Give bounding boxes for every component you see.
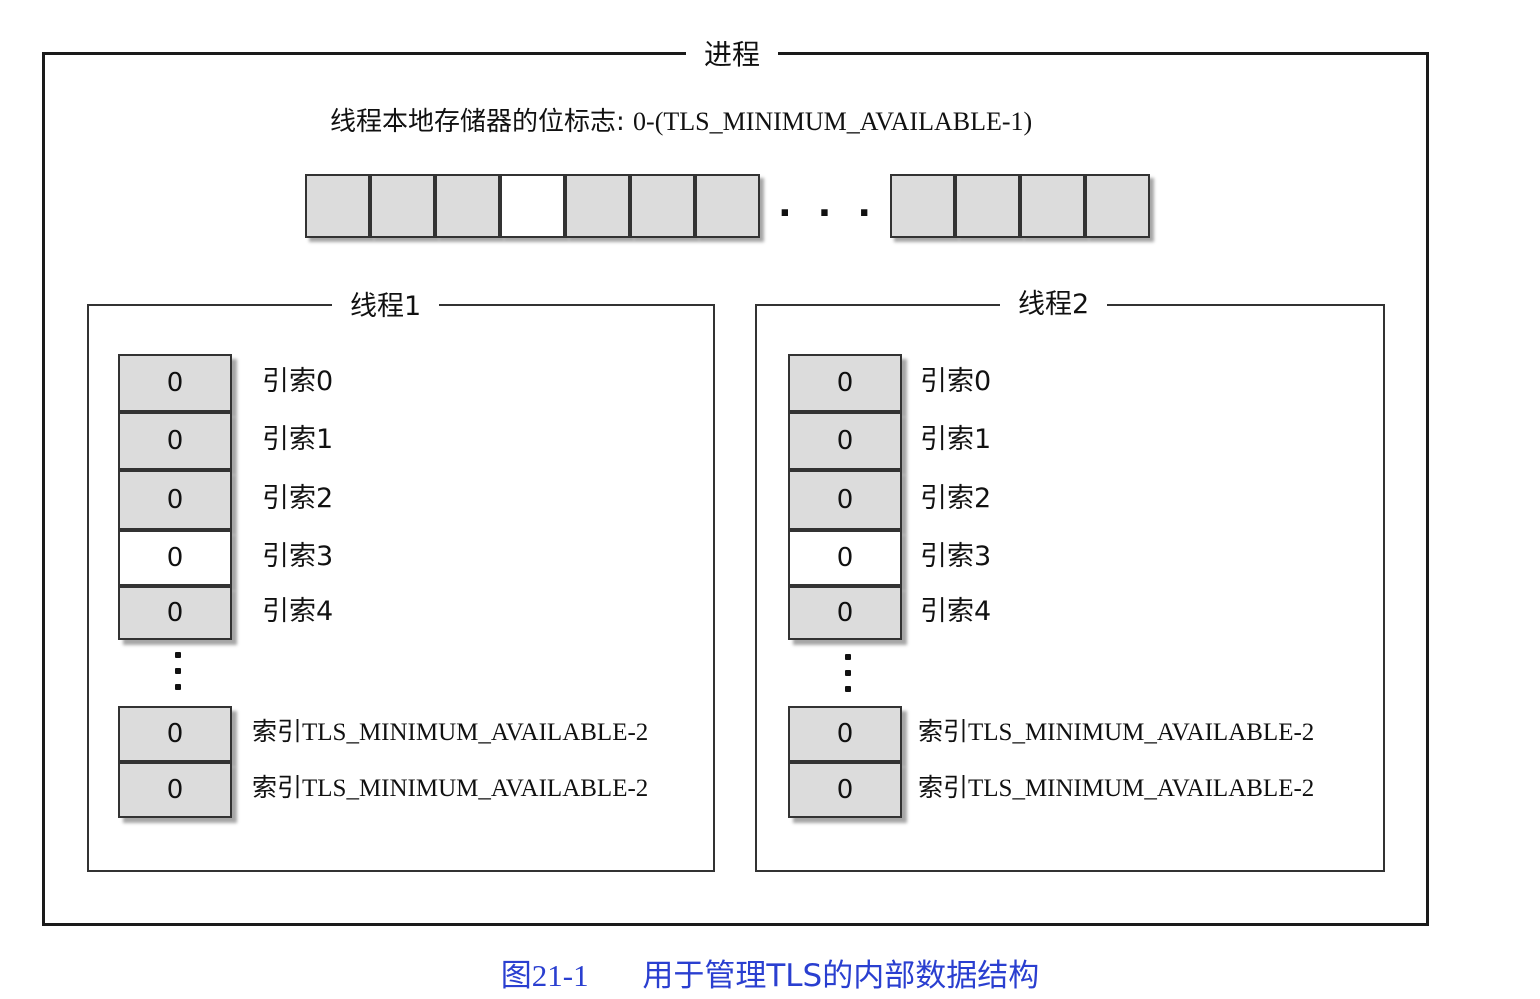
tls-slot: 0 [118,762,232,818]
tls-slot-label: 索引TLS_MINIMUM_AVAILABLE-2 [252,719,649,746]
bitmap-ellipsis-text: ... [778,184,898,225]
tls-slot-value: 0 [836,719,854,749]
caption-figure-number: 图21-1 [500,958,589,993]
tls-slot-label: 引索1 [920,424,992,455]
bitmap-cell-used [1085,174,1150,238]
tls-slot-value: 0 [166,485,184,515]
tls-slot: 0 [788,530,902,586]
tls-slot: 0 [118,412,232,470]
tls-slot-value: 0 [836,368,854,398]
tls-slot-label: 引索2 [262,483,334,514]
thread1-title: 线程1 [332,290,440,324]
tls-slot-label: 引索4 [262,596,334,627]
tls-slot: 0 [118,470,232,530]
figure-caption: 图21-1 用于管理TLS的内部数据结构 [0,956,1540,996]
bitmap-ellipsis: ... [778,187,897,223]
bitmap-cell-used [695,174,760,238]
bitmap-cell-used [435,174,500,238]
vertical-ellipsis [845,654,851,702]
tls-slot-value: 0 [166,543,184,573]
tls-slot: 0 [788,412,902,470]
bitmap-cell-used [955,174,1020,238]
tls-slot: 0 [788,586,902,640]
bitmap-cell-used [890,174,955,238]
thread2-title: 线程2 [1000,288,1108,322]
tls-slot: 0 [118,530,232,586]
tls-slot: 0 [118,586,232,640]
tls-slot-label: 索引TLS_MINIMUM_AVAILABLE-2 [918,719,1315,746]
bitmap-cell-used [565,174,630,238]
tls-slot-value: 0 [836,543,854,573]
tls-slot-value: 0 [166,598,184,628]
bitmap-label: 线程本地存储器的位标志: 0-(TLS_MINIMUM_AVAILABLE-1) [330,106,1032,138]
tls-slot-label: 引索1 [262,424,334,455]
tls-slot-label: 索引TLS_MINIMUM_AVAILABLE-2 [918,775,1315,802]
bitmap-cell-used [370,174,435,238]
process-title: 进程 [686,38,779,72]
bitmap-cell-used [630,174,695,238]
tls-slot-value: 0 [166,719,184,749]
tls-slot-label: 引索0 [262,366,334,397]
tls-slot: 0 [788,354,902,412]
tls-slot: 0 [788,706,902,762]
tls-slot-value: 0 [166,775,184,805]
bitmap-cell-used [1020,174,1085,238]
tls-slot-label: 引索4 [920,596,992,627]
tls-slot: 0 [788,470,902,530]
tls-slot-value: 0 [836,775,854,805]
tls-slot: 0 [118,706,232,762]
tls-slot-label: 引索3 [920,541,992,572]
tls-slot-label: 索引TLS_MINIMUM_AVAILABLE-2 [252,775,649,802]
tls-slot-value: 0 [836,426,854,456]
bitmap-cell-free [500,174,565,238]
bitmap-cell-used [305,174,370,238]
tls-slot: 0 [788,762,902,818]
tls-slot-value: 0 [836,598,854,628]
vertical-ellipsis [175,652,181,700]
tls-slot-value: 0 [836,485,854,515]
bitmap-right-group [890,174,1155,244]
tls-slot-label: 引索0 [920,366,992,397]
bitmap-left-group [305,174,765,244]
tls-slot-label: 引索2 [920,483,992,514]
bitmap-range: 0-(TLS_MINIMUM_AVAILABLE-1) [633,107,1033,136]
bitmap-label-text: 线程本地存储器的位标志: [330,107,625,137]
tls-slot-value: 0 [166,426,184,456]
tls-slot-label: 引索3 [262,541,334,572]
tls-slot: 0 [118,354,232,412]
tls-slot-value: 0 [166,368,184,398]
caption-text: 用于管理TLS的内部数据结构 [642,958,1040,994]
